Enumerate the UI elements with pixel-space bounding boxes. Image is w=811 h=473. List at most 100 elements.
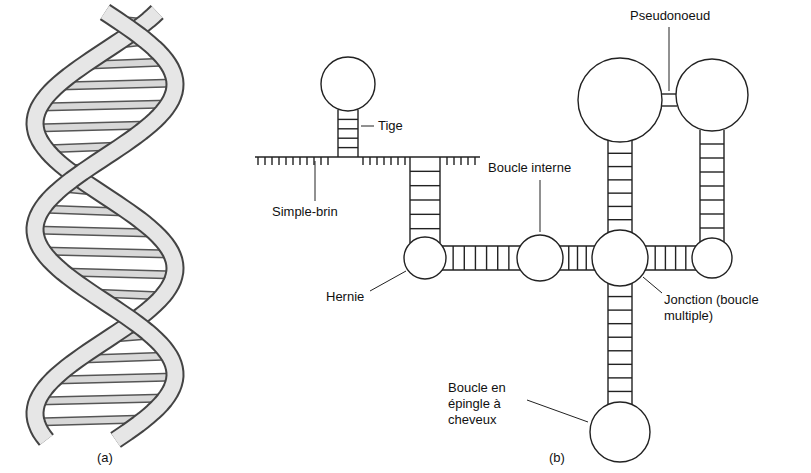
single-strand [255, 156, 480, 157]
base-pair-rung [608, 179, 632, 180]
part-label: Tige [378, 118, 403, 134]
panel-label: (b) [549, 450, 565, 466]
base-pair [42, 251, 170, 254]
part-label: Pseudonoeud [630, 8, 710, 24]
base-pair-rung [608, 350, 632, 351]
base-pair-rung [410, 214, 440, 215]
base-pair-rung [675, 246, 676, 270]
base-pair-rung [655, 246, 656, 270]
nucleotide-tick [383, 157, 384, 165]
base-pair-rung [608, 391, 632, 392]
base-pair-rung [700, 143, 724, 144]
base-pair-rung [586, 246, 587, 270]
base-pair-rung [700, 213, 724, 214]
base-pair [56, 377, 175, 380]
base-pair-rung [700, 185, 724, 186]
part-label: Simple-brin [272, 204, 338, 220]
nucleotide-tick [453, 157, 454, 165]
base-pair-rung [338, 119, 358, 120]
part-label: Boucle interne [488, 160, 571, 176]
base-pair-rung [338, 137, 358, 138]
base-pair-rung [577, 246, 578, 270]
nucleotide-tick [369, 157, 370, 165]
nucleotide-tick [390, 157, 391, 165]
base-pair-rung [475, 246, 476, 270]
base-pair [35, 230, 152, 233]
base-pair [41, 104, 169, 107]
base-pair-rung [452, 246, 453, 270]
base-pair [60, 83, 175, 86]
nucleotide-tick [460, 157, 461, 165]
base-pair-rung [665, 246, 666, 270]
nucleotide-tick [278, 157, 279, 165]
internal-loop [517, 235, 563, 281]
base-pair [41, 104, 169, 107]
nucleotide-tick [257, 157, 258, 165]
base-pair-rung [608, 364, 632, 365]
stem [631, 283, 632, 405]
part-label: Jonction (boucle multiple) [664, 292, 776, 324]
base-pair-rung [497, 246, 498, 270]
stem [337, 110, 338, 157]
hairpin-loop [321, 57, 375, 111]
backbone-ribbon [35, 12, 175, 440]
base-pair-rung [410, 185, 440, 186]
leader-lines [315, 27, 669, 422]
nucleotide-tick [313, 157, 314, 165]
base-pair-rung [410, 199, 440, 200]
base-pair-rung [608, 166, 632, 167]
base-pair-rung [410, 228, 440, 229]
base-pair-rung [700, 227, 724, 228]
hairpin-loop [590, 402, 650, 462]
backbone-ribbon [35, 12, 175, 440]
nucleotide-tick [299, 157, 300, 165]
nucleotide-tick [271, 157, 272, 165]
stem [607, 283, 608, 405]
rna-structure [255, 57, 748, 462]
pseudoknot-loop [676, 59, 748, 131]
base-pair [56, 377, 175, 380]
nucleotide-tick [376, 157, 377, 165]
base-pair-rung [608, 296, 632, 297]
base-pair-rung [685, 246, 686, 270]
part-label: Hernie [326, 289, 364, 305]
nucleotide-tick [320, 157, 321, 165]
backbone-ribbon [35, 12, 175, 440]
base-pair-rung [568, 246, 569, 270]
nucleotide-tick [285, 157, 286, 165]
stem [645, 269, 696, 270]
nucleotide-tick [327, 157, 328, 165]
panel-label: (a) [97, 450, 113, 466]
nucleotide-tick [446, 157, 447, 165]
bulge [404, 237, 446, 279]
base-pair-rung [608, 309, 632, 310]
base-pair-rung [608, 337, 632, 338]
pseudoknot-pair [662, 105, 677, 106]
base-pair-rung [608, 323, 632, 324]
base-pair-rung [608, 377, 632, 378]
base-pair-rung [464, 246, 465, 270]
base-pair-rung [608, 206, 632, 207]
base-pair-rung [410, 171, 440, 172]
nucleotide-tick [474, 157, 475, 165]
base-pair [60, 83, 175, 86]
base-pair-rung [338, 128, 358, 129]
base-pair-rung [508, 246, 509, 270]
double-helix [35, 12, 175, 440]
nucleotide-tick [404, 157, 405, 165]
nucleotide-tick [292, 157, 293, 165]
small-loop [692, 238, 732, 278]
base-pair-rung [486, 246, 487, 270]
base-pair [42, 251, 170, 254]
backbone-ribbon [35, 12, 175, 440]
base-pair-rung [608, 153, 632, 154]
nucleotide-tick [362, 157, 363, 165]
junction-loop [592, 230, 648, 286]
nucleotide-tick [264, 157, 265, 165]
stem [645, 245, 696, 246]
base-pair-rung [608, 192, 632, 193]
base-pair-rung [700, 157, 724, 158]
base-pair [35, 230, 152, 233]
base-pair-rung [338, 147, 358, 148]
